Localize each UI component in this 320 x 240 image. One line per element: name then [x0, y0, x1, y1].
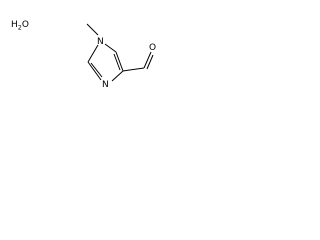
ring-bond-c2-n3	[87, 61, 102, 81]
methyl-bond	[86, 23, 99, 36]
water-h: H	[11, 20, 18, 30]
ring-bond-c5-n1	[104, 43, 117, 53]
atom-n3-label: N	[102, 80, 109, 90]
aldehyde-bond-co-double	[146, 54, 154, 70]
atom-o-label: O	[149, 43, 156, 53]
water-label: H2O	[11, 20, 29, 32]
atom-n1-label: N	[97, 37, 104, 47]
ring-bond-n3-c4	[111, 70, 124, 82]
ring-bond-c4-c5-double	[113, 53, 121, 71]
ring-bond-c4-c5	[115, 51, 124, 72]
ring-bond-c2-n3-double	[90, 62, 103, 78]
aldehyde-bond-co	[143, 51, 152, 69]
molecule-drawing: H2O N N O	[11, 20, 156, 90]
aldehyde-bond-c4-c	[122, 67, 145, 72]
water-o: O	[22, 20, 29, 30]
ring-bond-n1-c2	[87, 44, 99, 63]
structure-canvas: H2O N N O	[0, 0, 179, 121]
water-subscript: 2	[18, 24, 22, 32]
